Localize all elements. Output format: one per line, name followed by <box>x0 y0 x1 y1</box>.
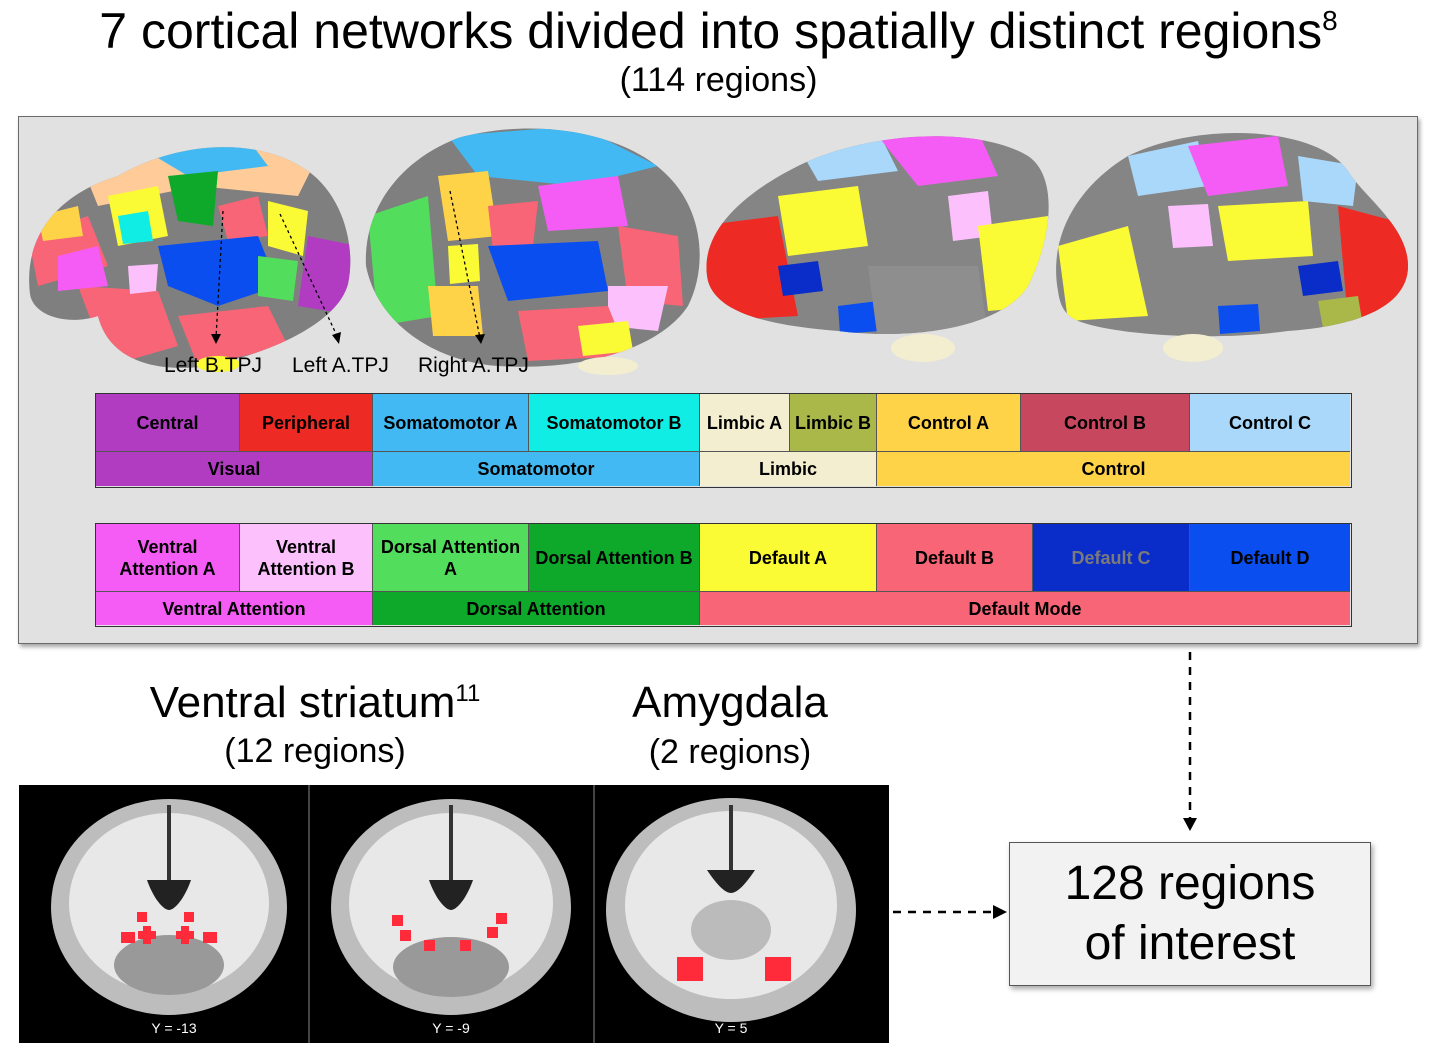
title-text: 7 cortical networks divided into spatial… <box>99 3 1323 59</box>
legend-cell-control-c: Control C <box>1190 394 1350 452</box>
legend-cell-default-c: Default C <box>1033 524 1190 592</box>
mri-slice-2 <box>331 799 571 1015</box>
legend-cell-default-a: Default A <box>700 524 877 592</box>
legend-network-ventral-attention: Ventral Attention <box>96 592 373 625</box>
legend-cell-control-b: Control B <box>1021 394 1190 452</box>
legend-cell-limbic-b: Limbic B <box>790 394 877 452</box>
legend-network-visual: Visual <box>96 452 373 486</box>
legend-cell-dorsal-attention-b: Dorsal Attention B <box>529 524 700 592</box>
amygdala-title: Amygdala <box>632 678 828 727</box>
ventral-striatum-reference: 11 <box>455 680 481 707</box>
legend-cell-default-b: Default B <box>877 524 1033 592</box>
ventral-striatum-subtitle: (12 regions) <box>224 732 406 770</box>
legend-cell-control-a: Control A <box>877 394 1021 452</box>
slice-coord-1: Y = -13 <box>151 1020 197 1036</box>
legend-network-limbic: Limbic <box>700 452 877 486</box>
legend-bottom: Ventral Attention A Ventral Attention B … <box>95 523 1352 627</box>
legend-top: Central Peripheral Somatomotor A Somatom… <box>95 393 1352 488</box>
right-lateral-brain <box>365 128 700 367</box>
result-line-2: of interest <box>1084 917 1296 970</box>
legend-cell-somatomotor-b: Somatomotor B <box>529 394 700 452</box>
title-reference: 8 <box>1322 5 1338 36</box>
legend-cell-central: Central <box>96 394 240 452</box>
legend-cell-ventral-attention-a: Ventral Attention A <box>96 524 240 592</box>
page-title: 7 cortical networks divided into spatial… <box>0 2 1437 60</box>
page-subtitle: (114 regions) <box>619 61 818 99</box>
legend-cell-somatomotor-a: Somatomotor A <box>373 394 529 452</box>
mri-slices-svg <box>51 785 856 1043</box>
ventral-striatum-title-text: Ventral striatum <box>149 678 456 727</box>
mri-slice-3 <box>606 798 856 1022</box>
cortical-surface-renderings <box>29 128 1408 375</box>
result-box: 128 regions of interest <box>1009 842 1371 986</box>
legend-network-somatomotor: Somatomotor <box>373 452 700 486</box>
result-line-1: 128 regions <box>1064 857 1316 910</box>
legend-cell-ventral-attention-b: Ventral Attention B <box>240 524 373 592</box>
label-left-a-tpj: Left A.TPJ <box>292 354 389 377</box>
slice-coord-2: Y = -9 <box>432 1020 470 1036</box>
legend-network-dorsal-attention: Dorsal Attention <box>373 592 700 625</box>
legend-cell-peripheral: Peripheral <box>240 394 373 452</box>
legend-cell-dorsal-attention-a: Dorsal Attention A <box>373 524 529 592</box>
legend-network-default-mode: Default Mode <box>700 592 1350 625</box>
label-right-a-tpj: Right A.TPJ <box>418 354 529 377</box>
mri-slice-1 <box>51 799 287 1015</box>
amygdala-subtitle: (2 regions) <box>648 733 812 771</box>
legend-network-control: Control <box>877 452 1350 486</box>
legend-cell-default-d: Default D <box>1190 524 1350 592</box>
ventral-striatum-title: Ventral striatum11 <box>70 678 560 728</box>
slice-coord-3: Y = 5 <box>714 1020 748 1036</box>
label-left-b-tpj: Left B.TPJ <box>164 354 263 377</box>
legend-cell-limbic-a: Limbic A <box>700 394 790 452</box>
